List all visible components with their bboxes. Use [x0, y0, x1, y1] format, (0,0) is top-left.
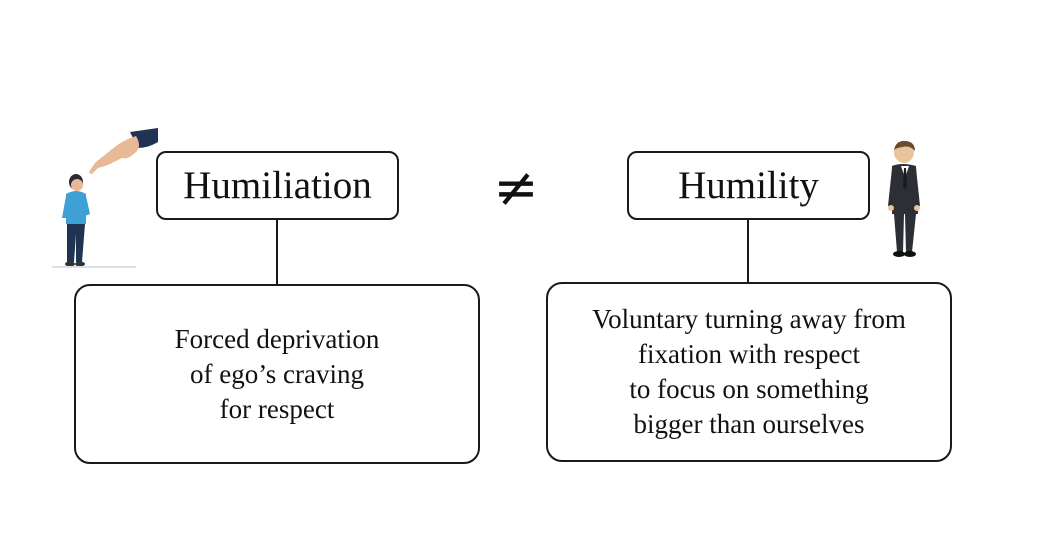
humility-illustration-icon — [888, 140, 920, 257]
humiliation-description-line: for respect — [219, 393, 335, 424]
humiliation-illustration-icon — [52, 128, 158, 268]
humiliation-title: Humiliation — [183, 164, 372, 207]
humiliation-description-box: Forced deprivation of ego’s craving for … — [74, 284, 480, 464]
humiliation-connector-line — [276, 220, 278, 284]
humility-title-box: Humility — [627, 151, 870, 220]
humiliation-title-box: Humiliation — [156, 151, 399, 220]
humiliation-description-line: Forced deprivation — [174, 323, 380, 354]
humiliation-description-line: of ego’s craving — [190, 358, 364, 389]
humility-title: Humility — [678, 164, 819, 207]
humility-description-line: bigger than ourselves — [633, 409, 865, 439]
humility-description-line: Voluntary turning away from — [592, 304, 906, 334]
humility-connector-line — [747, 220, 749, 282]
humility-description-line: fixation with respect — [638, 339, 860, 369]
humility-description-box: Voluntary turning away from fixation wit… — [546, 282, 952, 462]
humility-description-line: to focus on something — [629, 374, 869, 404]
not-equal-symbol: ≠ — [493, 156, 539, 219]
